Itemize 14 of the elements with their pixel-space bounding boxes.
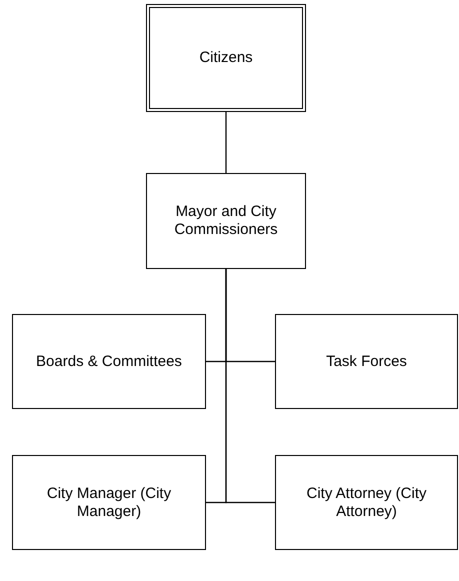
org-box [146,4,306,112]
org-box [275,455,458,550]
org-box [146,173,306,269]
org-box [275,314,458,409]
org-box [12,455,206,550]
box-label: Citizens [199,49,253,67]
org-box [12,314,206,409]
connector-line [225,112,227,173]
box-label: Boards & Committees [36,352,182,370]
box-label: Mayor and City Commissioners [173,203,279,239]
box-label: City Attorney (City Attorney) [305,484,428,520]
connector-line [225,269,275,504]
box-label: Task Forces [326,352,407,370]
box-label: City Manager (City Manager) [46,484,172,520]
